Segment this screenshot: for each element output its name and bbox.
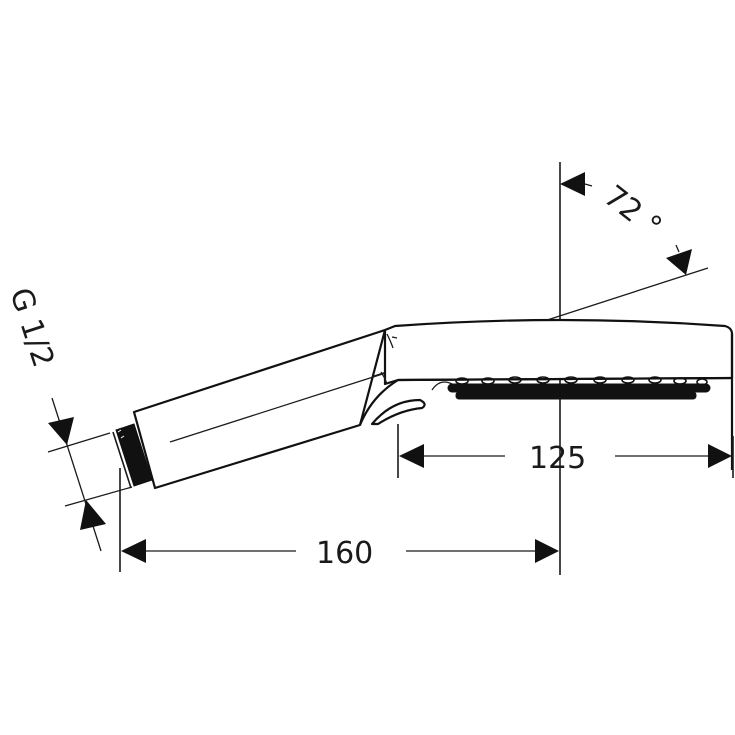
thread-connector bbox=[115, 423, 153, 487]
handle-body bbox=[132, 328, 387, 490]
head-neck-curve bbox=[358, 379, 399, 426]
neck-tick-top bbox=[386, 333, 398, 349]
angle-arrow-top bbox=[560, 172, 585, 196]
neck-tick-bottom bbox=[380, 371, 388, 385]
thread-face bbox=[112, 431, 132, 489]
angle-label: 72 ° bbox=[597, 179, 668, 245]
thread-arrow-bottom bbox=[80, 500, 106, 530]
thread-ridges bbox=[117, 429, 125, 439]
handle-center-line bbox=[169, 369, 396, 443]
grip-cutout bbox=[370, 398, 426, 426]
angle-arrow-bottom-tail bbox=[675, 244, 680, 253]
dim-160-arrow-left bbox=[121, 539, 146, 563]
shower-head-top bbox=[383, 318, 734, 386]
spray-nozzles bbox=[431, 376, 711, 400]
dim-160-arrow-right bbox=[535, 539, 559, 563]
dim-125-label: 125 bbox=[529, 441, 586, 476]
dim-125-arrow-left bbox=[399, 444, 424, 468]
thread-arrow-top bbox=[48, 417, 74, 445]
thread-label: G 1/2 bbox=[2, 284, 60, 372]
thread-ext-bottom bbox=[64, 486, 133, 507]
angle-arrow-top-tail bbox=[584, 183, 593, 187]
angle-arrow-bottom bbox=[666, 249, 692, 275]
dim-160-label: 160 bbox=[316, 536, 373, 571]
dim-125-arrow-right bbox=[708, 444, 732, 468]
thread-ext-top bbox=[47, 432, 111, 453]
